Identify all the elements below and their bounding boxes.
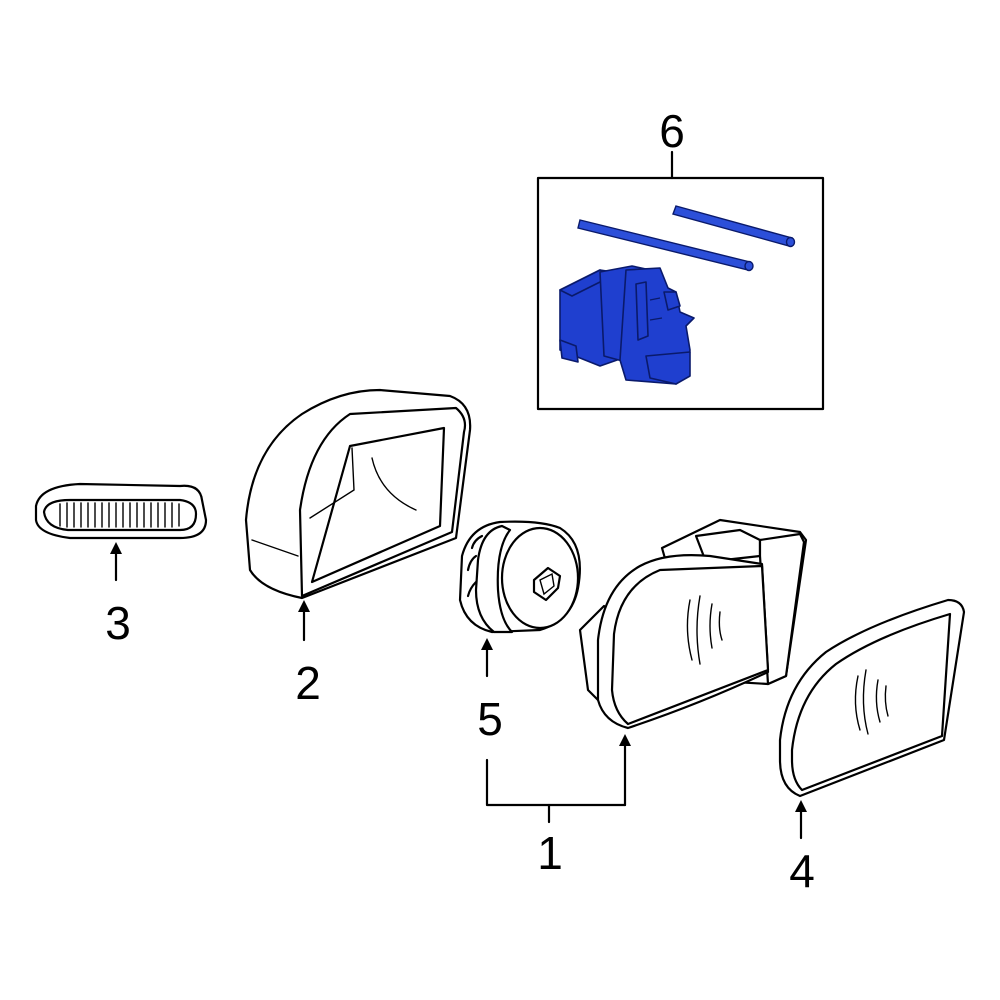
part-4-mirror-glass[interactable] [778, 598, 966, 840]
part-6-motor [559, 265, 695, 385]
callout-2-label[interactable]: 2 [295, 657, 321, 709]
part-6-motor-kit[interactable] [536, 150, 825, 411]
part-2-mirror-cover[interactable] [244, 388, 472, 642]
part-3-lens-ribs [59, 502, 180, 528]
part-6-rod-lower [577, 219, 754, 272]
part-6-rod-upper [672, 205, 796, 248]
part-1-mirror-assembly[interactable] [578, 518, 808, 807]
part-3-signal-lamp[interactable] [34, 482, 208, 582]
callout-3-label[interactable]: 3 [105, 597, 131, 649]
callout-4-label[interactable]: 4 [789, 845, 815, 897]
callout-1-label[interactable]: 1 [537, 827, 563, 879]
part-5-drive-unit[interactable] [458, 520, 581, 678]
callout-6-label[interactable]: 6 [659, 105, 685, 157]
callout-5-label[interactable]: 5 [477, 693, 503, 745]
callout-1-bracket [485, 758, 627, 824]
